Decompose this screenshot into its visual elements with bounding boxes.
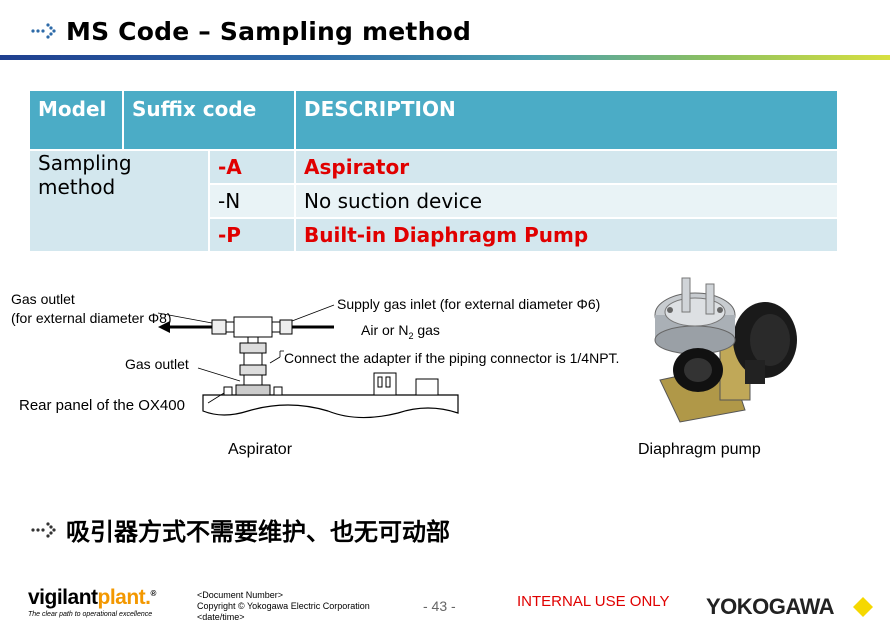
gas-outlet-label: Gas outlet <box>11 291 75 307</box>
header-model: Model <box>30 91 124 151</box>
table-row: -N No suction device <box>30 184 840 219</box>
aspirator-drawing <box>157 304 459 419</box>
logo-registered-mark: ® <box>150 589 157 598</box>
copyright: Copyright © Yokogawa Electric Corporatio… <box>197 601 370 611</box>
code-description: Aspirator <box>295 150 840 185</box>
doc-number: <Document Number> <box>197 590 284 600</box>
header-suffix-code: Suffix code <box>123 91 297 151</box>
pump-caption: Diaphragm pump <box>638 441 761 458</box>
aspirator-caption: Aspirator <box>228 441 293 458</box>
logo-vigilant-text: vigilant <box>28 586 98 609</box>
model-label: Sampling method <box>30 150 210 253</box>
gas-outlet-lower-label: Gas outlet <box>125 356 189 372</box>
title-gradient-divider <box>0 55 890 60</box>
footer-meta: <Document Number> Copyright © Yokogawa E… <box>197 590 370 623</box>
dotted-arrow-icon <box>31 23 56 39</box>
date-time: <date/time> <box>197 612 245 622</box>
adapter-note-label: Connect the adapter if the piping connec… <box>284 350 620 366</box>
page-title: MS Code – Sampling method <box>66 16 472 46</box>
internal-use-label: INTERNAL USE ONLY <box>517 593 670 610</box>
suffix-code: -P <box>209 218 297 253</box>
supply-inlet-label: Supply gas inlet (for external diameter … <box>337 296 601 312</box>
header-description: DESCRIPTION <box>295 91 840 151</box>
code-description: No suction device <box>295 184 840 219</box>
suffix-code: -A <box>209 150 297 185</box>
diaphragm-pump-image <box>650 270 800 430</box>
table-row: -P Built-in Diaphragm Pump <box>30 218 840 253</box>
air-gas-label: Air or N2 gas <box>361 322 440 341</box>
logo-plant-text: plant. <box>97 586 152 609</box>
rear-panel-label: Rear panel of the OX400 <box>19 397 185 414</box>
logo-tagline: The clear path to operational excellence <box>28 611 153 618</box>
aspirator-diagram: Gas outlet (for external diameter Φ8) Su… <box>8 283 619 433</box>
yokogawa-logo: YOKOGAWA <box>706 594 835 619</box>
suffix-code: -N <box>209 184 297 219</box>
maintenance-note: 吸引器方式不需要维护、也无可动部 <box>66 518 450 546</box>
vigilantplant-logo: vigilantplant.® The clear path to operat… <box>28 586 156 618</box>
table-row: Sampling method -A Aspirator <box>30 150 840 253</box>
page-number: - 43 - <box>423 598 456 614</box>
yokogawa-diamond-icon <box>853 597 873 617</box>
gas-outlet-diameter-label: (for external diameter Φ8) <box>11 310 172 326</box>
pump-drawing <box>654 277 797 423</box>
code-description: Built-in Diaphragm Pump <box>295 218 840 253</box>
slide-title-row: MS Code – Sampling method <box>30 14 471 48</box>
ms-code-table: Model Suffix code DESCRIPTION Sampling m… <box>30 91 840 253</box>
note-row: 吸引器方式不需要维护、也无可动部 <box>30 512 450 547</box>
dotted-arrow-icon <box>31 521 56 538</box>
table-header-row: Model Suffix code DESCRIPTION <box>30 91 840 151</box>
